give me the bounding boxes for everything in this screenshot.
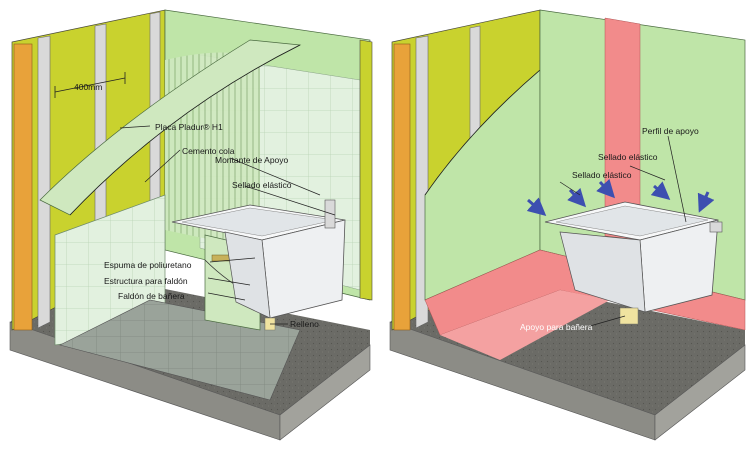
label-espuma: Espuma de poliuretano	[104, 260, 192, 270]
label-relleno: Relleno	[290, 319, 319, 329]
left-panel	[9, 9, 373, 441]
label-faldon: Faldón de bañera	[118, 291, 185, 301]
label-sellado-2: Sellado elástico	[572, 170, 632, 180]
label-sellado: Sellado elástico	[232, 180, 292, 190]
floor-slab-front-r	[654, 344, 746, 441]
tub-support-block	[619, 307, 639, 325]
support-profile	[709, 221, 723, 233]
label-apoyo: Apoyo para bañera	[520, 322, 593, 332]
label-estructura: Estructura para faldón	[104, 276, 188, 286]
seal-arrows	[526, 178, 715, 216]
orange-edge-r	[393, 43, 411, 331]
floor-slab-front	[279, 344, 371, 441]
label-cemento: Cemento cola	[182, 146, 235, 156]
support-stud	[324, 199, 336, 229]
label-perfil: Perfil de apoyo	[642, 126, 699, 136]
label-placa: Placa Pladur® H1	[155, 122, 223, 132]
pink-strip-floor-front	[440, 290, 610, 360]
right-leaders	[559, 135, 687, 327]
dimension-line	[54, 77, 126, 93]
bathtub-right	[544, 201, 719, 313]
dimension-label: 400mm	[74, 82, 103, 92]
left-leaders	[119, 125, 336, 325]
bathtub-left	[171, 204, 346, 319]
right-wall-edge-left	[359, 39, 373, 301]
orange-edge-left	[13, 43, 33, 331]
label-sellado-1: Sellado elástico	[598, 152, 658, 162]
right-panel	[389, 9, 746, 441]
label-montante: Montante de Apoyo	[215, 155, 289, 165]
